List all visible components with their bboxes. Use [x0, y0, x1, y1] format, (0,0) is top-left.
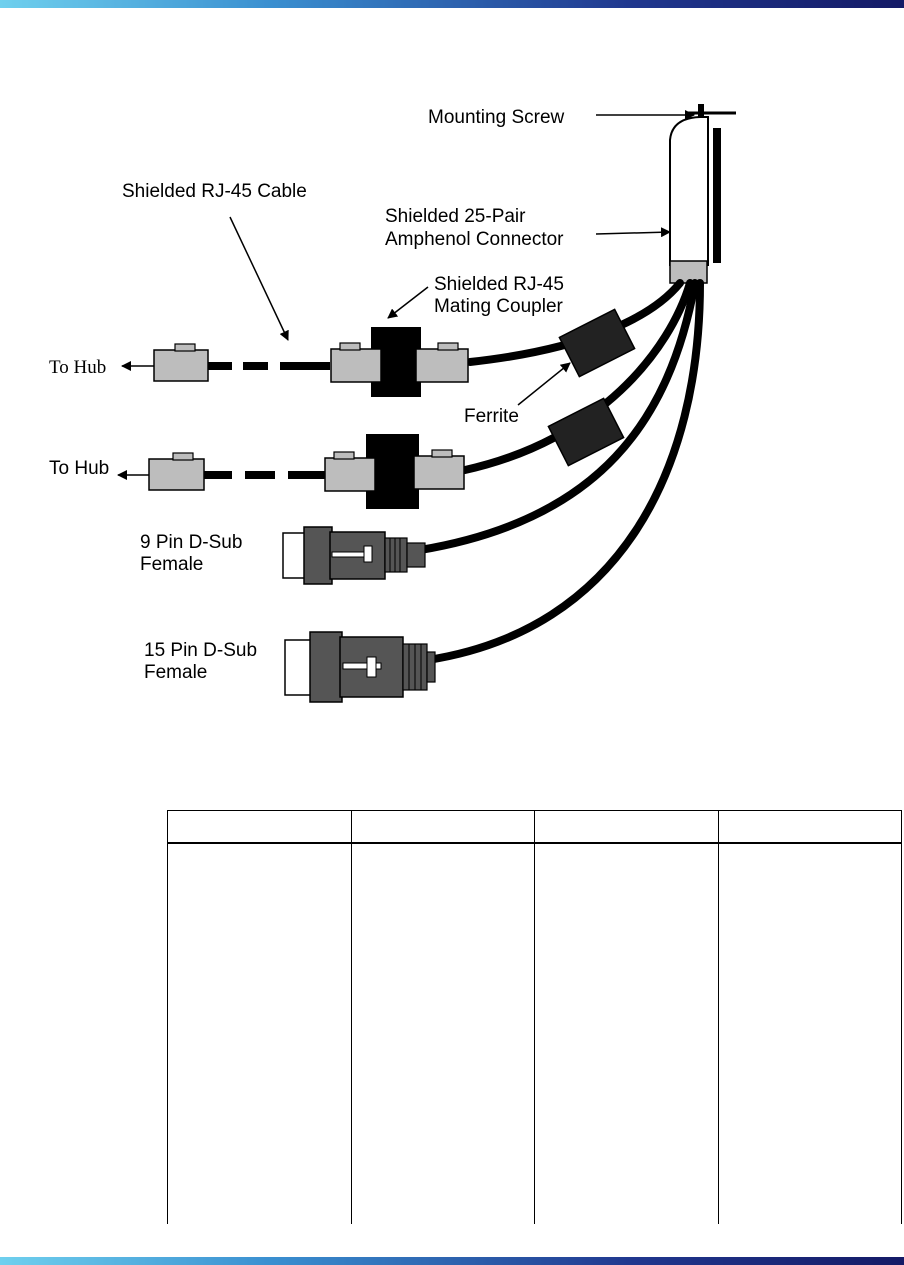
cable-diagram: Mounting Screw Shielded RJ-45 Cable Shie… — [49, 104, 736, 703]
label-shielded-rj45-cable: Shielded RJ-45 Cable — [122, 181, 307, 202]
label-dsub15-line2: Female — [144, 662, 207, 683]
label-coupler-line2: Mating Coupler — [434, 296, 564, 317]
table-column-divider — [534, 811, 535, 1224]
callout-arrows — [117, 110, 695, 480]
dsub-9-pin-connector — [282, 526, 426, 585]
ferrite-core-1 — [558, 308, 636, 378]
label-ferrite: Ferrite — [464, 406, 519, 427]
label-amphenol-line1: Shielded 25-Pair — [385, 206, 526, 227]
label-dsub9-line1: 9 Pin D-Sub — [140, 532, 242, 553]
amphenol-connector — [669, 104, 736, 284]
footer-band — [0, 1257, 904, 1265]
rj45-plug-hub-1 — [153, 343, 209, 382]
table-column-divider — [718, 811, 719, 1224]
dsub-15-pin-connector — [284, 631, 436, 703]
rj45-mating-coupler-2 — [324, 434, 465, 509]
label-amphenol-line2: Amphenol Connector — [385, 229, 564, 250]
rj45-mating-coupler-1 — [330, 327, 469, 397]
label-coupler-line1: Shielded RJ-45 — [434, 274, 564, 295]
label-dsub9-line2: Female — [140, 554, 203, 575]
header-band — [0, 0, 904, 8]
ferrite-core-2 — [547, 397, 625, 467]
label-to-hub-2: To Hub — [49, 458, 109, 479]
table-column-divider — [351, 811, 352, 1224]
label-dsub15-line1: 15 Pin D-Sub — [144, 640, 257, 661]
label-to-hub-1: To Hub — [49, 357, 106, 378]
rj45-plug-hub-2 — [148, 452, 205, 491]
pinout-table — [167, 810, 902, 1224]
label-mounting-screw: Mounting Screw — [428, 107, 565, 128]
